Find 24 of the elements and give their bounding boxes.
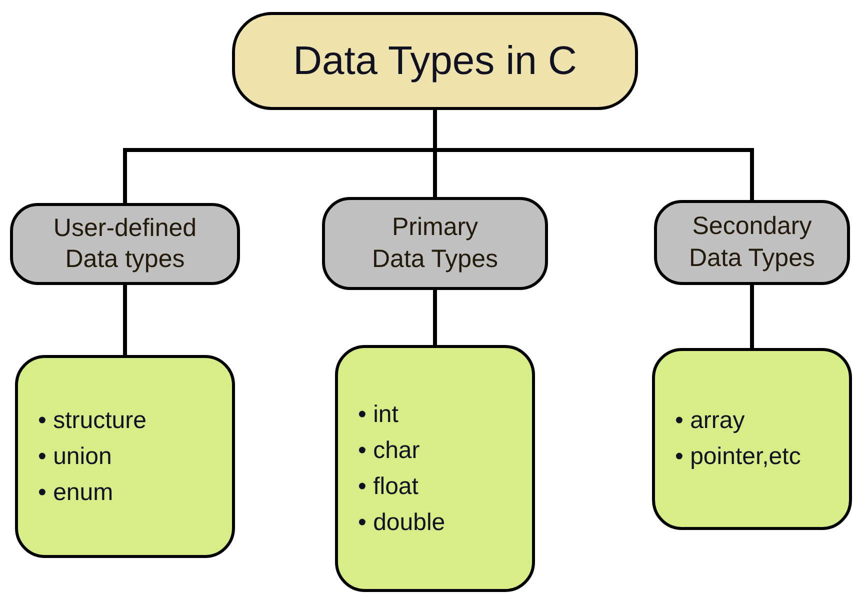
category-label: User-defined Data types (52, 212, 198, 275)
title-box (232, 12, 638, 110)
list-item: • float (358, 472, 420, 502)
category-box (654, 200, 850, 285)
list-item: • array (675, 406, 746, 436)
category-label: Secondary Data Types (688, 211, 816, 274)
list-box (15, 355, 235, 558)
list-box (335, 345, 535, 592)
list-item: • enum (38, 478, 114, 508)
connector-line (750, 285, 754, 348)
connector-line (433, 110, 754, 200)
list-item: • pointer,etc (675, 442, 802, 472)
list-item: • structure (38, 406, 148, 436)
category-label: Primary Data Types (370, 212, 499, 274)
list-item: • int (358, 400, 400, 430)
list-box (652, 348, 852, 530)
list-item: • double (358, 508, 446, 538)
category-box (10, 203, 240, 285)
connector-line (123, 285, 127, 355)
title-text: Data Types in C (292, 38, 578, 85)
list-item: • char (358, 436, 421, 466)
connector-line (433, 290, 437, 345)
category-box (322, 197, 548, 290)
list-item: • union (38, 442, 113, 472)
